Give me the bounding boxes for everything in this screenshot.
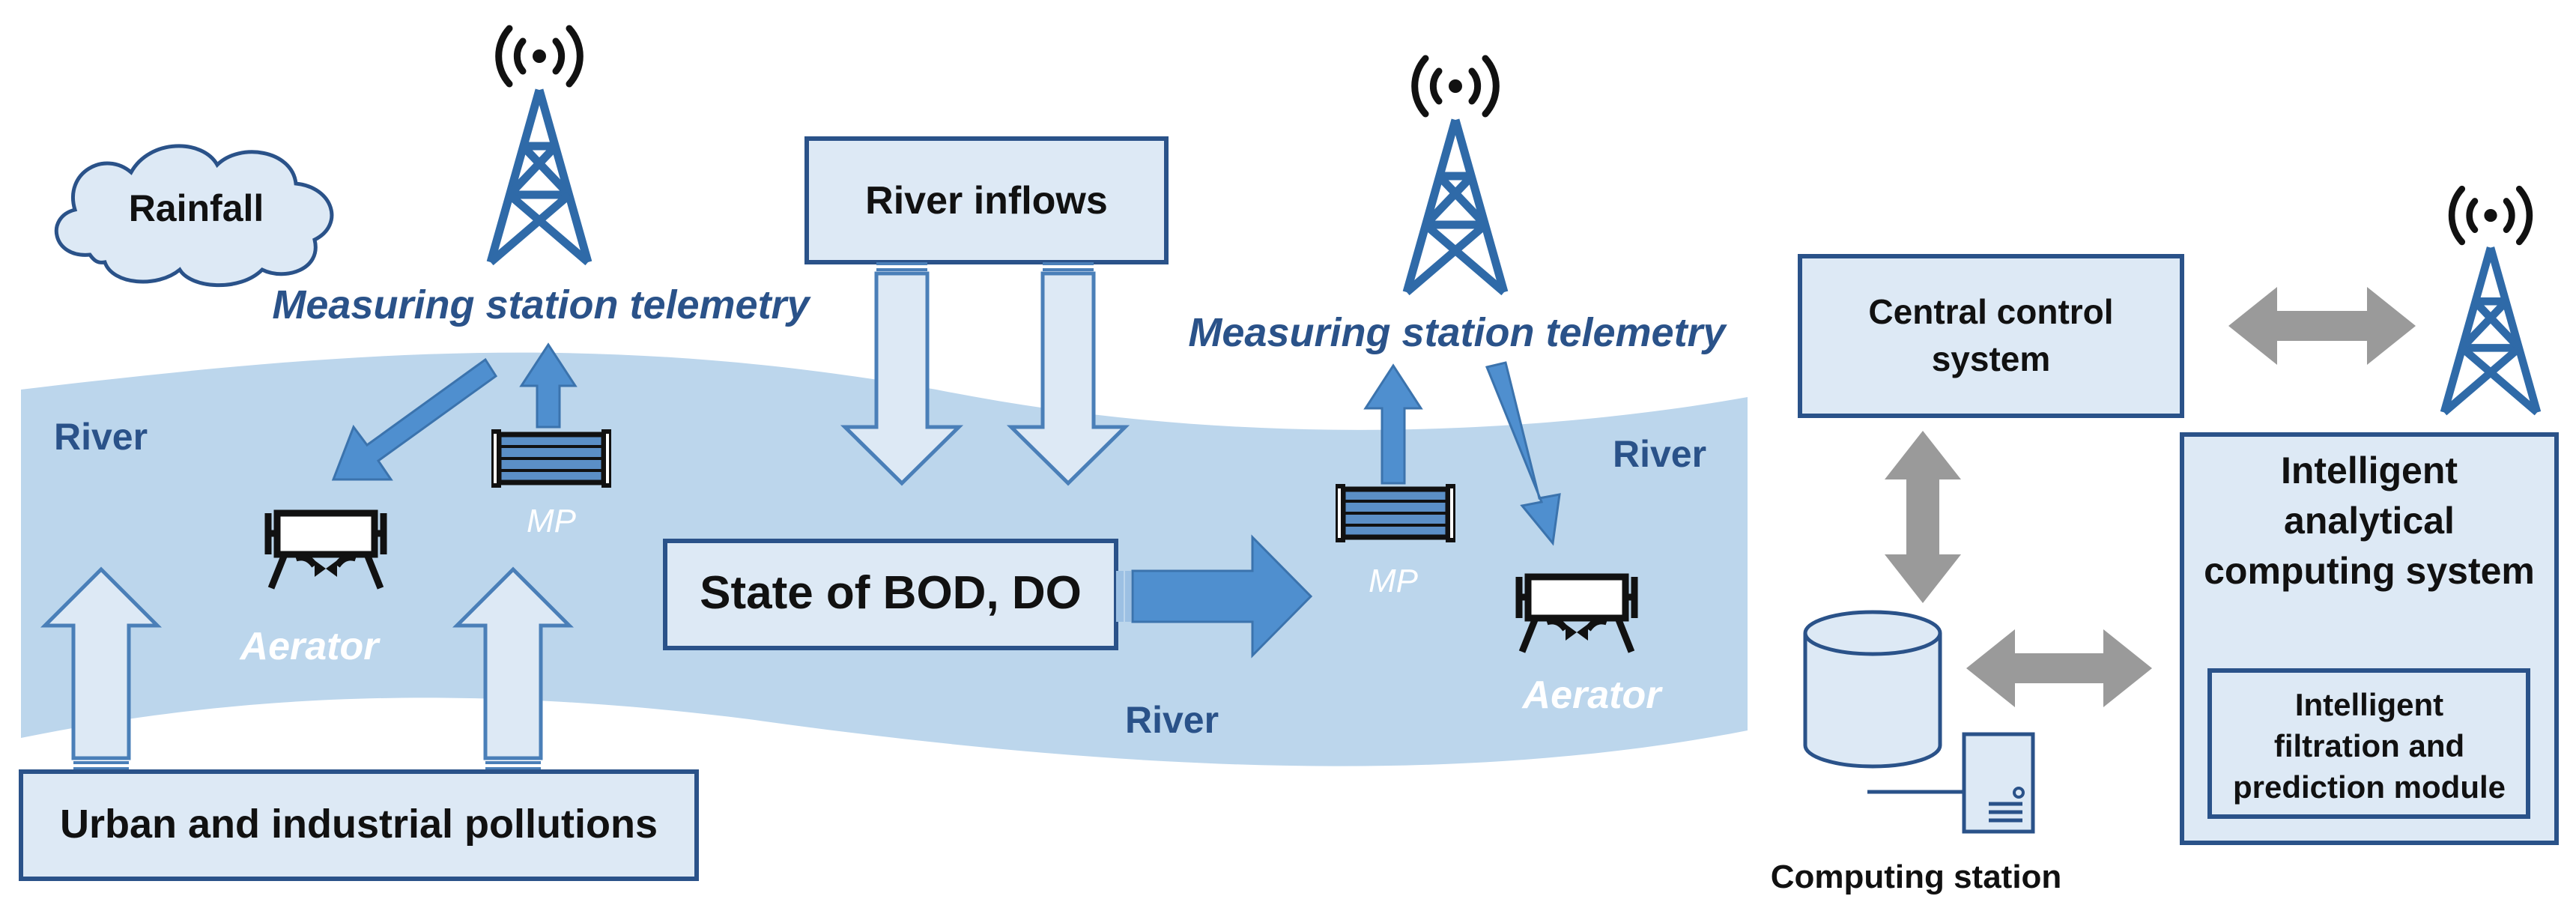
river-inflows-box — [804, 136, 1169, 264]
pollution-arrow — [40, 566, 575, 760]
cloud-icon — [54, 144, 334, 288]
central-to-tower-arrow — [2228, 287, 2416, 365]
river-label-left: River — [54, 416, 148, 458]
module-label-1: Intelligent — [2295, 687, 2443, 722]
intelligent-label-1: Intelligent — [2281, 450, 2458, 491]
inflow-arrow — [840, 271, 1130, 486]
rainfall-label: Rainfall — [129, 187, 264, 229]
database-cylinder-icon — [1803, 610, 1942, 769]
module-label-2: filtration and — [2274, 728, 2464, 763]
state-output-arrow — [1116, 534, 1313, 659]
central-control-box — [1798, 254, 2184, 418]
river-label-bottom: River — [1125, 699, 1219, 741]
mp-label-left: MP — [527, 503, 577, 539]
state-label: State of BOD, DO — [700, 567, 1082, 619]
central-control-label-1: Central control — [1868, 292, 2113, 331]
radio-tower-icon — [2444, 189, 2537, 412]
radio-tower-icon — [1407, 58, 1504, 292]
urban-label: Urban and industrial pollutions — [60, 802, 658, 847]
river-label-right: River — [1613, 433, 1706, 475]
measuring-point-icon — [491, 432, 611, 485]
telemetry-arrow-down-left — [331, 357, 498, 481]
telemetry-arrow-up-right — [1363, 363, 1423, 485]
computing-station-label: Computing station — [1771, 859, 2062, 895]
measuring-point-icon — [1336, 486, 1455, 540]
telemetry-label-right: Measuring station telemetry — [1188, 310, 1727, 355]
mp-label-right: MP — [1369, 563, 1419, 599]
aerator-label-right: Aerator — [1521, 674, 1664, 717]
central-to-database-arrow — [1885, 431, 1961, 603]
module-label-3: prediction module — [2233, 769, 2506, 805]
state-box — [663, 539, 1118, 650]
database-to-intelligent-arrow — [1966, 629, 2152, 707]
telemetry-arrow-up — [519, 342, 578, 429]
filtration-module-box — [2207, 668, 2530, 819]
urban-pollution-box — [19, 769, 699, 881]
telemetry-label-left: Measuring station telemetry — [272, 282, 811, 327]
river-inflows-label: River inflows — [865, 179, 1108, 223]
intelligent-label-2: analytical — [2284, 500, 2455, 542]
radio-tower-icon — [491, 28, 588, 262]
central-control-label-2: system — [1932, 339, 2051, 378]
aerator-label-left: Aerator — [239, 625, 381, 668]
intelligent-label-3: computing system — [2204, 550, 2535, 592]
computer-tower-icon — [1867, 732, 2035, 834]
telemetry-arrow-down-right — [1485, 361, 1561, 546]
